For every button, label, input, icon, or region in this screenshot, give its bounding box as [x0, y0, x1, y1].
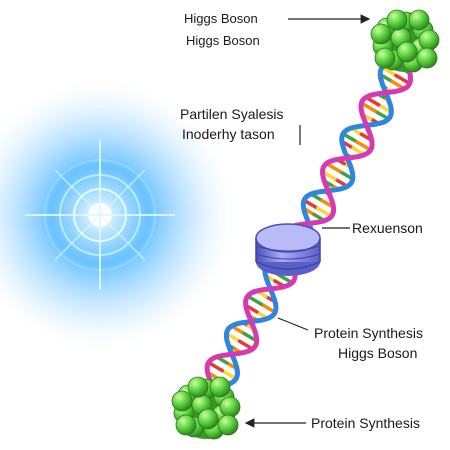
label-right: Rexuenson: [352, 220, 423, 236]
label-lower-line1: Protein Synthesis: [314, 325, 423, 341]
protein-bead: [396, 41, 418, 63]
protein-bead: [171, 390, 193, 412]
protein-bead: [197, 408, 219, 430]
label-top-line2: Higgs Boson: [186, 33, 260, 48]
protein-bead: [408, 9, 430, 31]
protein-bead: [374, 47, 396, 69]
protein-cluster-top-icon: [370, 9, 440, 73]
protein-bead: [187, 376, 209, 398]
base-pair: [220, 368, 238, 381]
protein-bead: [209, 376, 231, 398]
base-pair: [206, 360, 225, 373]
protein-bead: [219, 396, 241, 418]
leader-lower: [277, 317, 309, 331]
base-pair: [259, 302, 277, 315]
protein-bead: [418, 29, 440, 51]
label-bottom: Protein Synthesis: [311, 415, 420, 431]
base-pair: [394, 73, 412, 86]
protein-complex-icon: [255, 223, 321, 276]
base-pair: [315, 206, 334, 219]
base-pair: [341, 132, 359, 144]
base-pair: [302, 198, 320, 211]
protein-bead: [370, 23, 392, 45]
protein-bead: [386, 9, 408, 31]
base-pair: [355, 140, 373, 152]
label-mid-line1: Partilen Syalesis: [180, 106, 284, 122]
base-pair: [380, 65, 398, 78]
label-lower-line2: Higgs Boson: [338, 345, 418, 361]
label-mid-line2: Inoderhy tason: [182, 126, 275, 142]
protein-bead: [175, 414, 197, 436]
base-pair: [245, 294, 264, 306]
protein-bead: [217, 414, 239, 436]
protein-bead: [416, 47, 438, 69]
protein-cluster-bottom-icon: [171, 376, 241, 440]
energy-burst-icon: [0, 75, 240, 355]
label-top-line1: Higgs Boson: [184, 11, 258, 26]
